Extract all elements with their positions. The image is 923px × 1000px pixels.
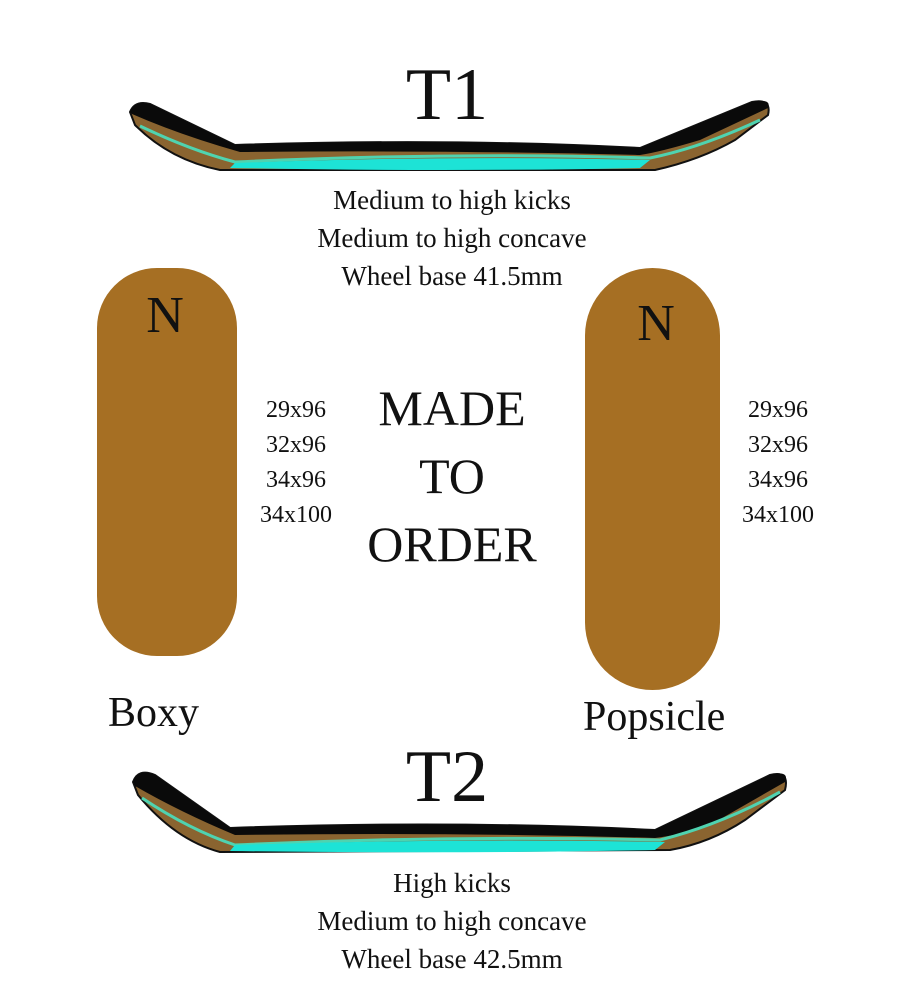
- boxy-size: 34x100: [260, 502, 332, 528]
- popsicle-sizes: 29x96 32x96 34x96 34x100: [742, 393, 814, 533]
- boxy-size: 32x96: [266, 432, 326, 458]
- made-to-order: MADE TO ORDER: [367, 374, 536, 578]
- t1-spec-concave: Medium to high concave: [317, 223, 587, 253]
- t2-spec-concave: Medium to high concave: [317, 906, 587, 936]
- made-text: MADE: [378, 380, 526, 436]
- popsicle-size: 34x100: [742, 502, 814, 528]
- order-text: ORDER: [367, 516, 537, 572]
- t2-title: T2: [405, 736, 489, 818]
- popsicle-label: Popsicle: [583, 694, 726, 740]
- boxy-size: 29x96: [266, 397, 326, 423]
- boxy-nose-letter: N: [146, 287, 184, 344]
- popsicle-size: 29x96: [748, 397, 808, 423]
- t1-specs: Medium to high kicks Medium to high conc…: [317, 181, 586, 295]
- t2-spec-kicks: High kicks: [393, 868, 511, 898]
- popsicle-nose-letter: N: [637, 295, 675, 352]
- t1-spec-kicks: Medium to high kicks: [333, 185, 571, 215]
- popsicle-size: 32x96: [748, 432, 808, 458]
- t2-spec-wheelbase: Wheel base 42.5mm: [341, 944, 563, 974]
- boxy-sizes: 29x96 32x96 34x96 34x100: [260, 393, 332, 533]
- boxy-size: 34x96: [266, 467, 326, 493]
- popsicle-size: 34x96: [748, 467, 808, 493]
- popsicle-board: [585, 268, 720, 690]
- t1-spec-wheelbase: Wheel base 41.5mm: [341, 261, 563, 291]
- t2-specs: High kicks Medium to high concave Wheel …: [317, 864, 586, 978]
- t2-deck-profile: [131, 771, 787, 854]
- boxy-board: [97, 268, 237, 656]
- t1-title: T1: [405, 54, 489, 136]
- to-text: TO: [419, 448, 485, 504]
- boxy-label: Boxy: [108, 690, 200, 736]
- t1-deck-profile: [128, 100, 770, 171]
